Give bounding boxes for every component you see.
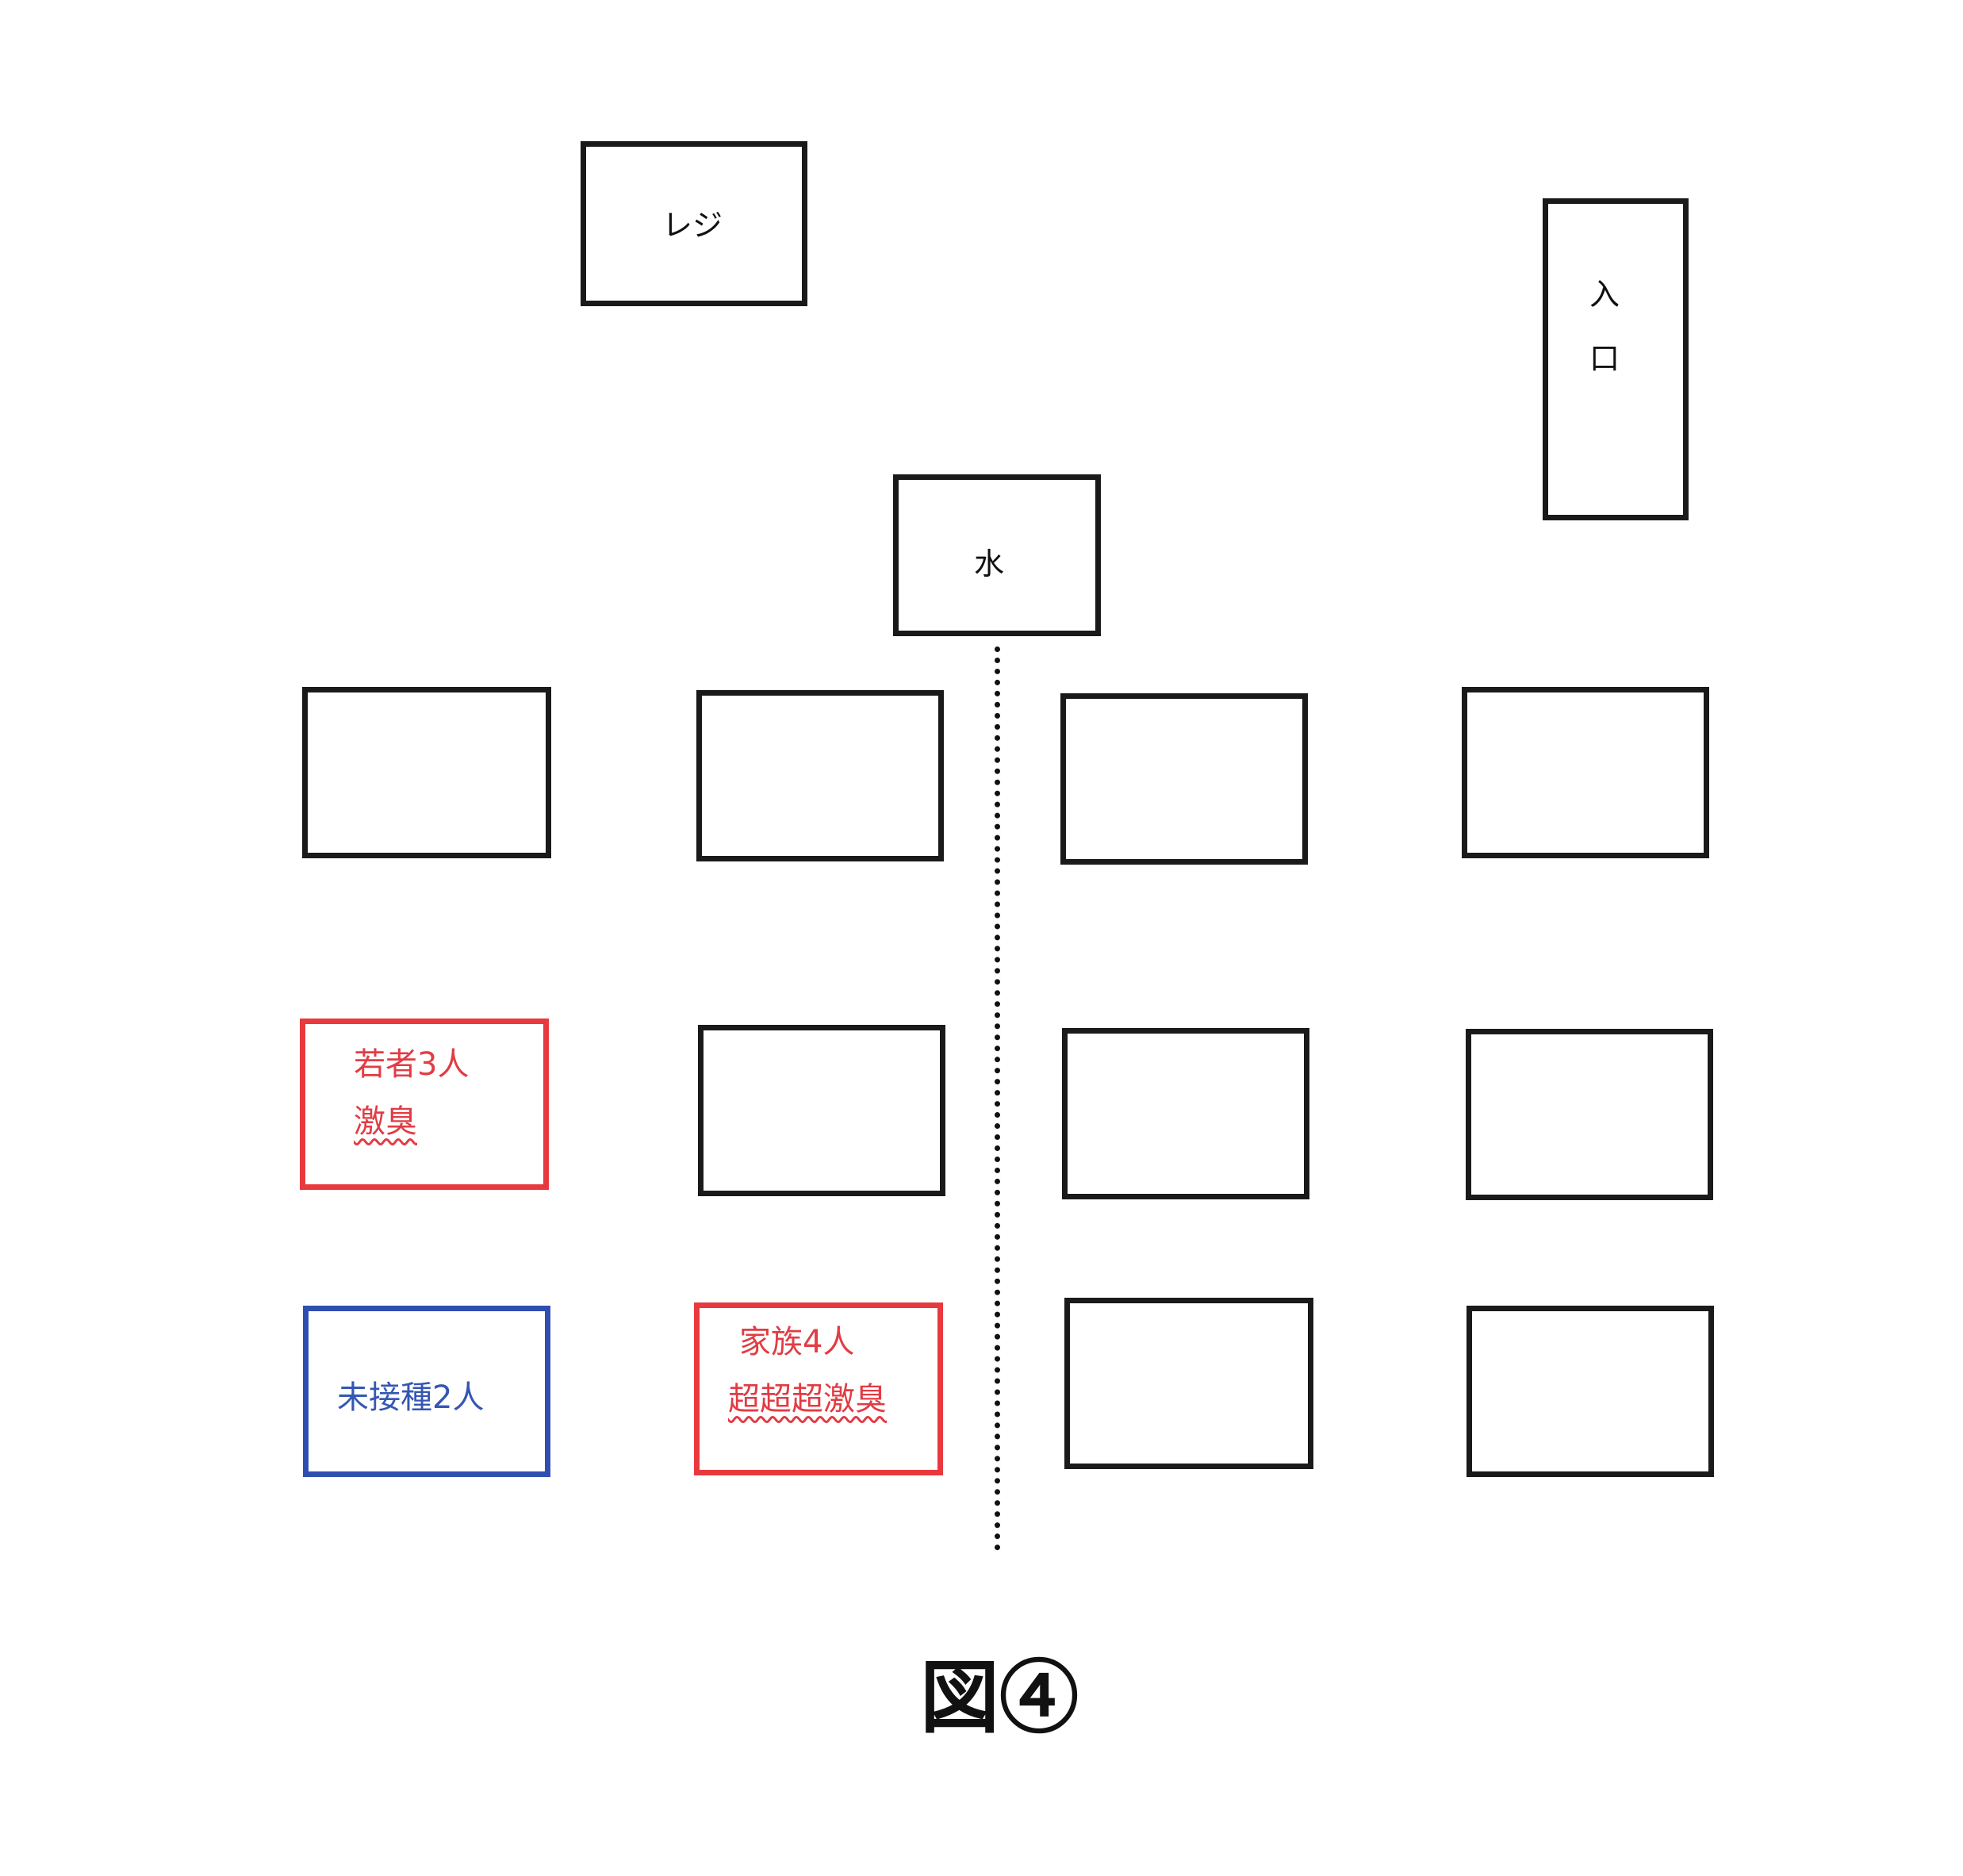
- entrance-label-bottom: 口: [1589, 341, 1620, 376]
- table-family-group: [694, 1302, 943, 1475]
- table-r1-c3: [1060, 693, 1308, 865]
- water-label: 水: [974, 547, 1005, 581]
- family-group-count: 家族4人: [739, 1324, 855, 1360]
- table-young-group: [300, 1019, 549, 1190]
- table-r3-c4: [1466, 1306, 1714, 1477]
- table-unvaccinated-group: [303, 1306, 550, 1477]
- entrance: [1543, 198, 1689, 520]
- table-r2-c4: [1466, 1029, 1713, 1200]
- entrance-label: 入 口: [1589, 270, 1620, 378]
- table-r1-c4: [1462, 687, 1709, 858]
- register-label: レジ: [662, 208, 723, 243]
- register-counter: [581, 141, 807, 306]
- table-r2-c2: [698, 1025, 945, 1196]
- family-group-odor: 超超超激臭: [728, 1381, 887, 1418]
- unvaccinated-group-count: 未接種2人: [337, 1379, 485, 1416]
- figure-label: 図④: [920, 1651, 1079, 1744]
- young-group-count: 若者3人: [354, 1046, 470, 1083]
- table-r2-c3: [1062, 1028, 1309, 1199]
- table-r1-c2: [696, 690, 944, 861]
- dotted-divider-line: [995, 646, 1000, 1551]
- entrance-label-top: 入: [1589, 277, 1620, 312]
- table-r1-c1: [302, 687, 551, 858]
- table-r3-c3: [1064, 1298, 1313, 1469]
- young-group-odor: 激臭: [354, 1103, 417, 1140]
- water-station: [893, 474, 1101, 636]
